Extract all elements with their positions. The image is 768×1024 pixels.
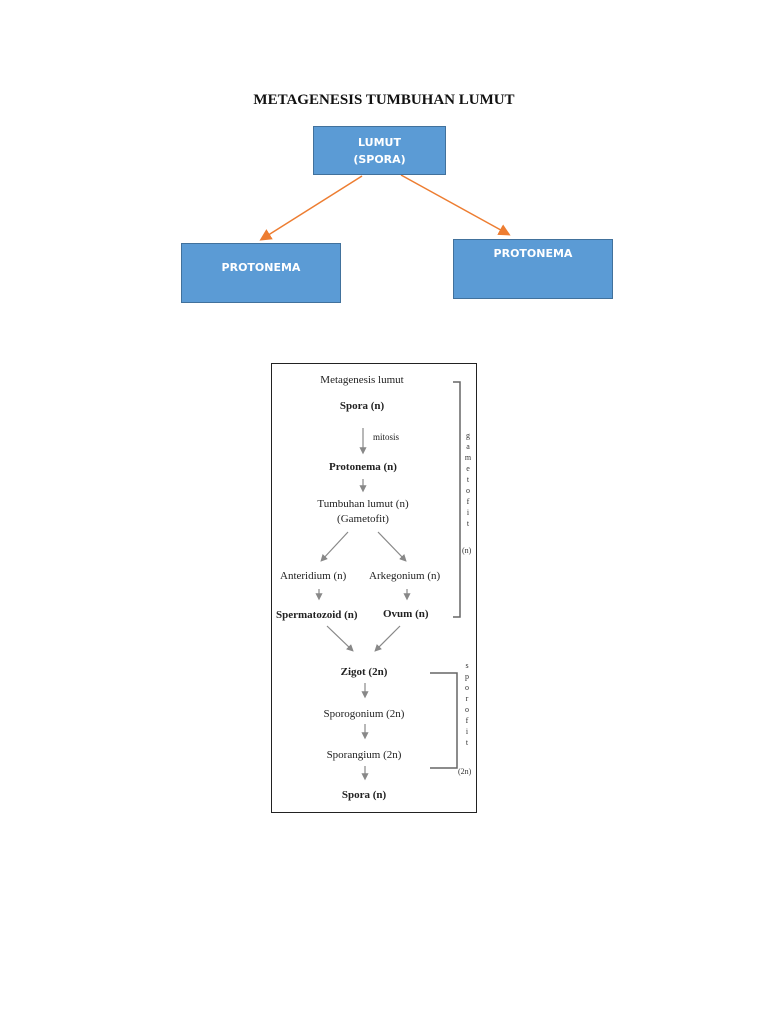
gametofit-letter: e <box>466 464 470 473</box>
protonema-left-label: PROTONEMA <box>221 261 301 274</box>
node-protonema: Protonema (n) <box>329 461 397 473</box>
page-title: METAGENESIS TUMBUHAN LUMUT <box>253 92 515 108</box>
gametofit-letter: t <box>466 519 470 528</box>
sporofit-letter: i <box>465 727 469 736</box>
node-tumbuhan-lumut: Tumbuhan lumut (n) <box>317 498 409 510</box>
protonema-right-label: PROTONEMA <box>493 247 573 260</box>
gametofit-letter: t <box>466 475 470 484</box>
sporofit-letter: t <box>465 738 469 747</box>
sporofit-letter: s <box>465 661 469 670</box>
gametofit-letter: m <box>464 453 472 462</box>
sporofit-letter: r <box>465 694 469 703</box>
node-sporangium: Sporangium (2n) <box>326 749 402 761</box>
node-gametofit: (Gametofit) <box>337 513 389 525</box>
sporofit-letter: o <box>465 705 469 714</box>
gametofit-letter: f <box>466 497 470 506</box>
arrow-to-right-protonema <box>400 174 511 236</box>
node-anteridium: Anteridium (n) <box>280 570 347 582</box>
node-ovum: Ovum (n) <box>383 608 429 620</box>
flowchart-lines <box>315 381 461 781</box>
node-spermatozoid: Spermatozoid (n) <box>276 609 358 621</box>
node-zigot: Zigot (2n) <box>340 666 388 678</box>
arrow-to-anteridium <box>320 531 349 562</box>
gametofit-letter: i <box>466 508 470 517</box>
lumut-spora-box: LUMUT (SPORA) <box>313 126 446 175</box>
sporofit-letter: o <box>465 683 469 692</box>
arrow-to-left-protonema <box>259 175 363 241</box>
sporofit-letter: f <box>465 716 469 725</box>
arrow-ovum-zigot <box>374 625 401 652</box>
protonema-box-left: PROTONEMA <box>181 243 341 303</box>
gametofit-letter: o <box>466 486 470 495</box>
sporofit-ploidy: (2n) <box>458 767 472 776</box>
node-arkegonium: Arkegonium (n) <box>369 570 441 582</box>
gametofit-bracket <box>453 381 461 618</box>
gametofit-letter: g <box>466 431 470 440</box>
gametofit-ploidy: (n) <box>462 546 472 555</box>
protonema-box-right: PROTONEMA <box>453 239 613 299</box>
node-spora-start: Spora (n) <box>339 400 385 412</box>
gametofit-letter: a <box>466 442 470 451</box>
label-mitosis: mitosis <box>373 432 400 442</box>
flowchart-panel: Metagenesis lumut Spora (n) mitosis Prot… <box>271 363 477 813</box>
flowchart-heading: Metagenesis lumut <box>320 374 404 386</box>
root-line2: (SPORA) <box>353 153 406 166</box>
arrow-to-arkegonium <box>377 531 407 562</box>
root-line1: LUMUT <box>358 136 401 149</box>
sporofit-bracket <box>430 672 458 769</box>
sporofit-letter: p <box>465 672 469 681</box>
node-spora-end: Spora (n) <box>341 789 387 801</box>
node-sporogonium: Sporogonium (2n) <box>323 708 405 720</box>
arrow-spermatozoid-zigot <box>326 625 354 652</box>
